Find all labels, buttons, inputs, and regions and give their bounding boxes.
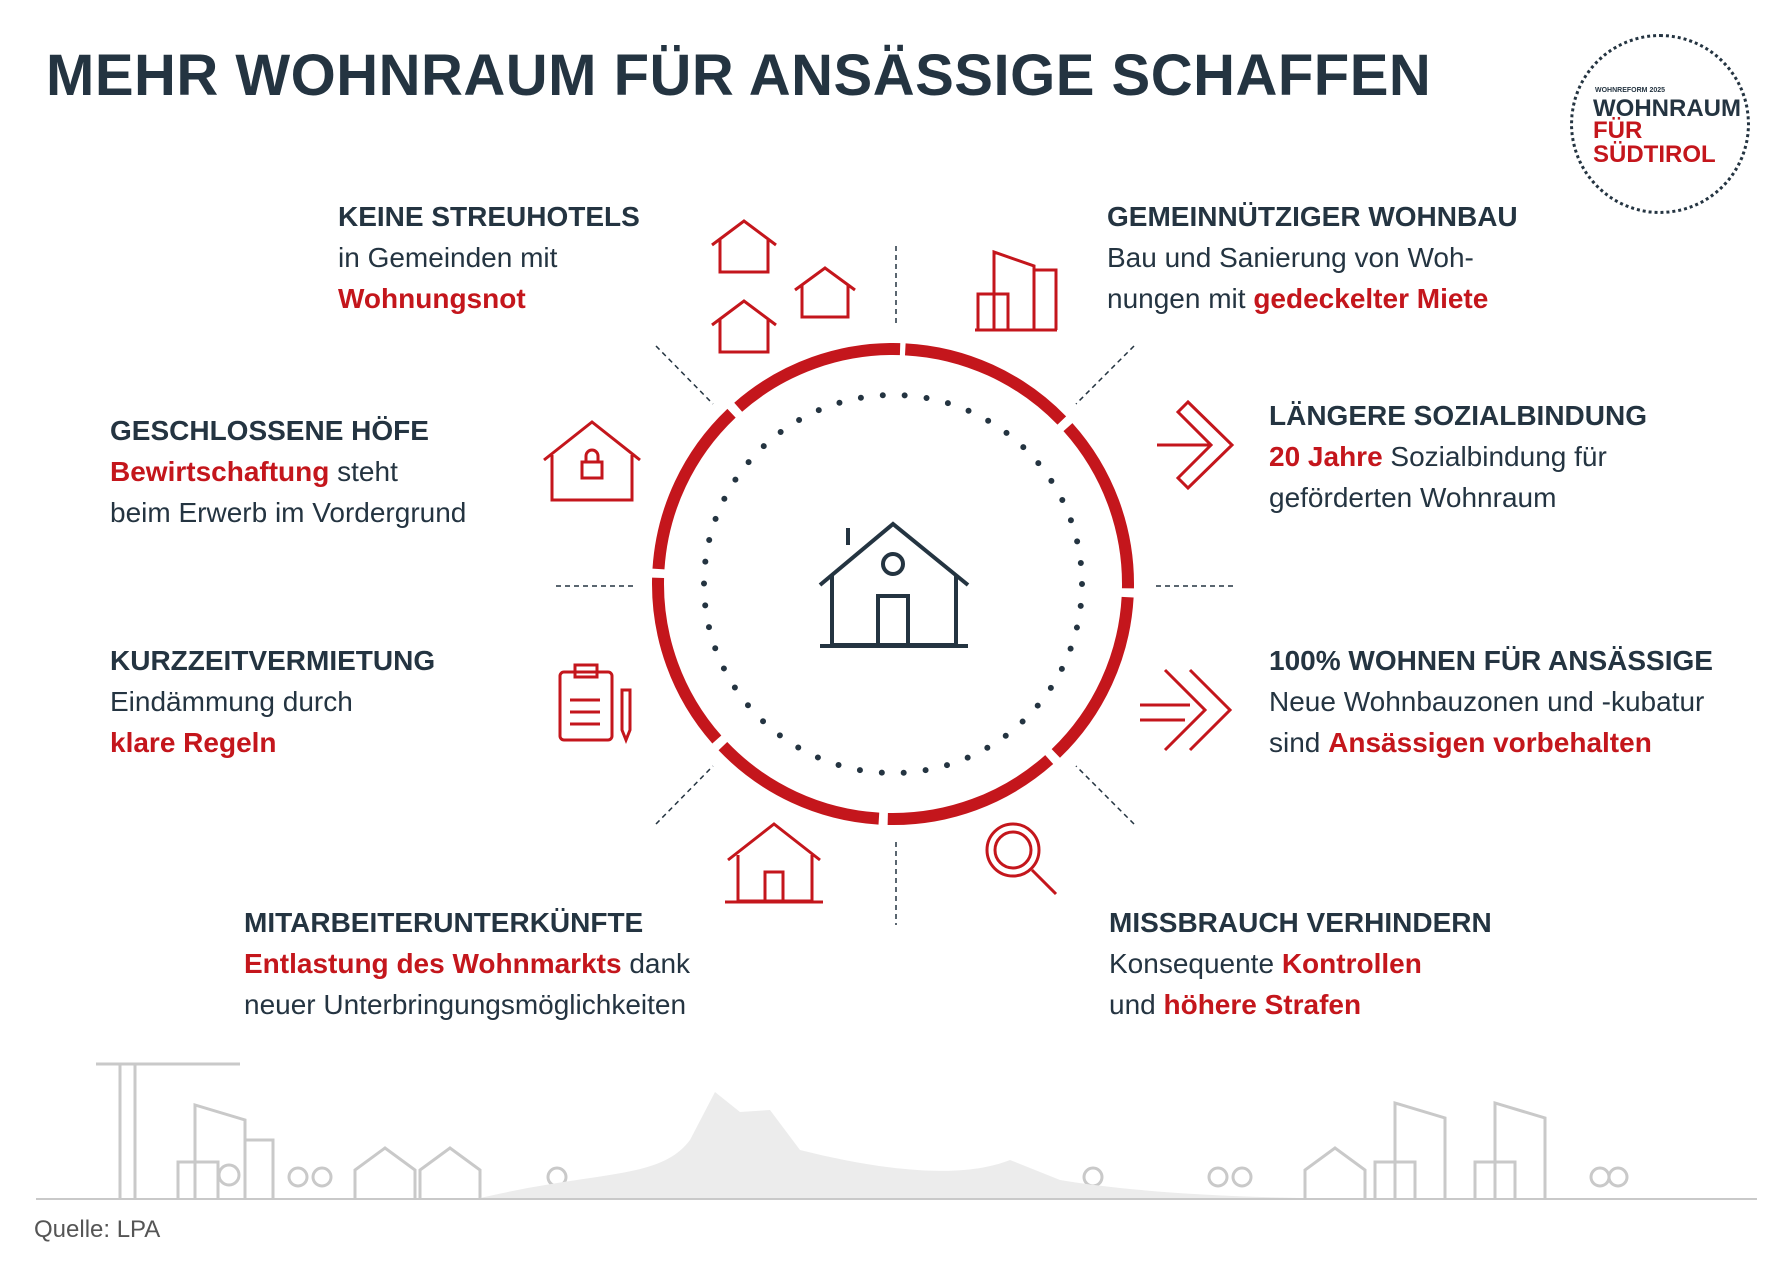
arrow-icon: [1157, 399, 1235, 491]
block-hoefe: GESCHLOSSENE HÖFE Bewirtschaftung steht …: [110, 415, 467, 528]
separator-lines: [556, 246, 1236, 925]
magnifier-icon: [985, 822, 1058, 896]
logo-line1: WOHNRAUM: [1593, 95, 1741, 122]
block-streuhotels: KEINE STREUHOTELS in Gemeinden mit Wohnu…: [338, 201, 640, 314]
clipboard-icon: [558, 663, 632, 745]
outer-ring: [652, 343, 1134, 825]
mountain-silhouette: [480, 1092, 1300, 1198]
block-kurzzeit: KURZZEITVERMIETUNG Eindämmung durch klar…: [110, 645, 436, 758]
house-icon: [725, 822, 823, 904]
houses-icon: [711, 219, 856, 354]
farmhouse-lock-icon: [543, 420, 641, 502]
inner-dotted-ring: [701, 392, 1085, 776]
logo-small: WOHNREFORM 2025: [1595, 87, 1666, 94]
center-house-icon: [818, 521, 970, 648]
double-arrow-icon: [1140, 668, 1233, 752]
source-note: Quelle: LPA: [34, 1216, 161, 1243]
block-mitarbeiter: MITARBEITERUNTERKÜNFTE Entlastung des Wo…: [244, 907, 691, 1020]
block-gemeinnuetzig: GEMEINNÜTZIGER WOHNBAU Bau und Sanierung…: [1107, 201, 1518, 314]
page-title: MEHR WOHNRAUM FÜR ANSÄSSIGE SCHAFFEN: [46, 43, 1432, 108]
buildings-icon: [975, 249, 1058, 332]
block-sozialbindung: LÄNGERE SOZIALBINDUNG 20 Jahre Sozialbin…: [1269, 400, 1647, 513]
block-ansaessige: 100% WOHNEN FÜR ANSÄSSIGE Neue Wohnbauzo…: [1269, 645, 1713, 758]
block-missbrauch: MISSBRAUCH VERHINDERN Konsequente Kontro…: [1109, 907, 1492, 1020]
